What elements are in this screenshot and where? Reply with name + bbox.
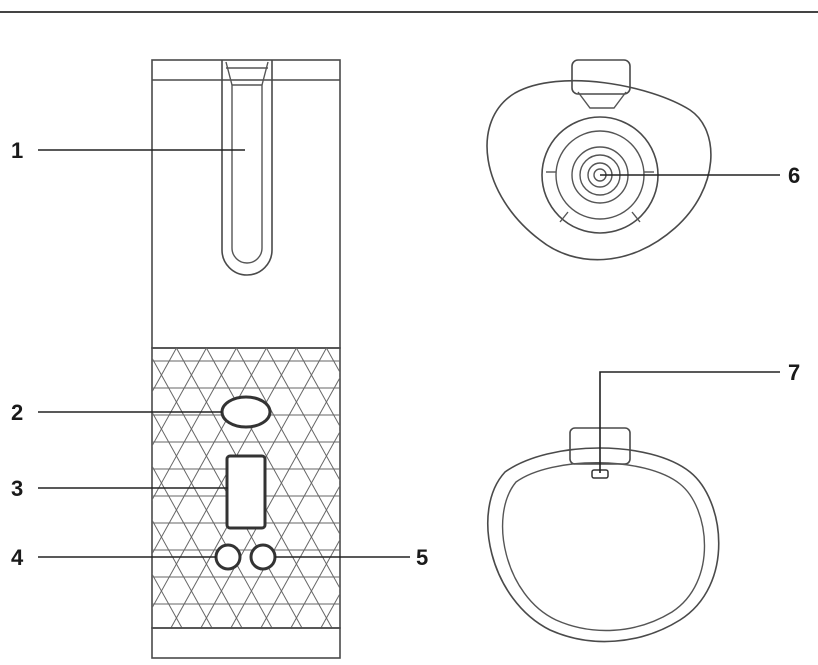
callout-6: 6 bbox=[788, 163, 800, 188]
bottom-view-outline bbox=[486, 447, 720, 643]
left-round-button bbox=[214, 543, 242, 571]
leader-line-7 bbox=[599, 371, 780, 473]
upper-housing bbox=[151, 59, 341, 349]
device-bottom-view bbox=[486, 427, 720, 643]
top-view-tab bbox=[571, 59, 631, 95]
grip-pattern bbox=[152, 348, 340, 628]
callout-1: 1 bbox=[11, 138, 23, 163]
callout-4: 4 bbox=[11, 545, 24, 570]
oval-button bbox=[220, 395, 272, 429]
device-top-view bbox=[486, 59, 712, 261]
right-round-button bbox=[249, 543, 277, 571]
callout-7: 7 bbox=[788, 360, 800, 385]
leader-lines bbox=[38, 149, 780, 558]
bottom-cap bbox=[151, 627, 341, 659]
top-view-outline bbox=[486, 79, 712, 261]
callout-3: 3 bbox=[11, 476, 23, 501]
display-window bbox=[225, 454, 267, 530]
callout-labels: 1 2 3 4 5 6 7 bbox=[11, 138, 800, 570]
device-front-view bbox=[151, 59, 341, 659]
hair-slot bbox=[221, 60, 273, 276]
callout-5: 5 bbox=[416, 545, 428, 570]
callout-2: 2 bbox=[11, 400, 23, 425]
